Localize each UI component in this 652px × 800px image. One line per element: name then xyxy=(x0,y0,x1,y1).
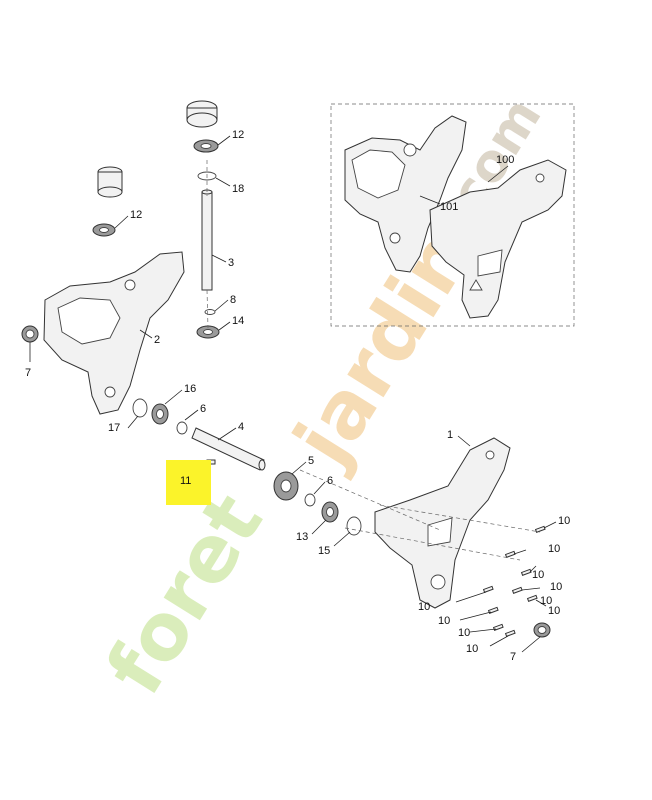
callout-10e: 10 xyxy=(548,605,560,617)
callout-10j: 10 xyxy=(466,643,478,655)
callout-10a: 10 xyxy=(558,515,570,527)
callout-10b: 10 xyxy=(548,543,560,555)
screws xyxy=(482,525,546,637)
callout-7b: 7 xyxy=(510,651,516,663)
watermark-fore: foret xyxy=(90,479,281,710)
callout-8: 8 xyxy=(230,294,236,306)
housing-2 xyxy=(21,251,185,415)
housing-100 xyxy=(429,159,567,319)
inset-border xyxy=(330,103,575,327)
callout-4: 4 xyxy=(238,421,244,433)
callout-100: 100 xyxy=(496,154,514,166)
callout-11: 11 xyxy=(180,475,191,487)
callout-13: 13 xyxy=(296,531,308,543)
callout-7a: 7 xyxy=(25,367,31,379)
callout-10g: 10 xyxy=(418,601,430,613)
highlight-box-11 xyxy=(166,460,211,505)
lower-shaft-group xyxy=(132,398,362,536)
shaft-assembly xyxy=(92,100,220,339)
callout-17: 17 xyxy=(108,422,120,434)
callout-6b: 6 xyxy=(327,475,333,487)
callout-10i: 10 xyxy=(458,627,470,639)
callout-10h: 10 xyxy=(438,615,450,627)
callout-16: 16 xyxy=(184,383,196,395)
callout-5: 5 xyxy=(308,455,314,467)
callout-14: 14 xyxy=(232,315,244,327)
callout-10c: 10 xyxy=(532,569,544,581)
callout-1: 1 xyxy=(447,429,453,441)
callout-2: 2 xyxy=(154,334,160,346)
watermark: foret jardin .com xyxy=(90,88,554,710)
callout-6a: 6 xyxy=(200,403,206,415)
callout-10d: 10 xyxy=(550,581,562,593)
callout-15: 15 xyxy=(318,545,330,557)
callout-101: 101 xyxy=(440,201,458,213)
assembly-lines xyxy=(206,160,541,561)
callouts: 12 18 12 3 8 14 2 7 16 17 6 4 11 5 6 13 … xyxy=(25,129,570,663)
callout-12b: 12 xyxy=(130,209,142,221)
callout-18: 18 xyxy=(232,183,244,195)
callout-3: 3 xyxy=(228,257,234,269)
housing-1 xyxy=(374,437,551,638)
inset-box xyxy=(330,103,575,327)
callout-12a: 12 xyxy=(232,129,244,141)
callout-10f: 10 xyxy=(540,595,552,607)
